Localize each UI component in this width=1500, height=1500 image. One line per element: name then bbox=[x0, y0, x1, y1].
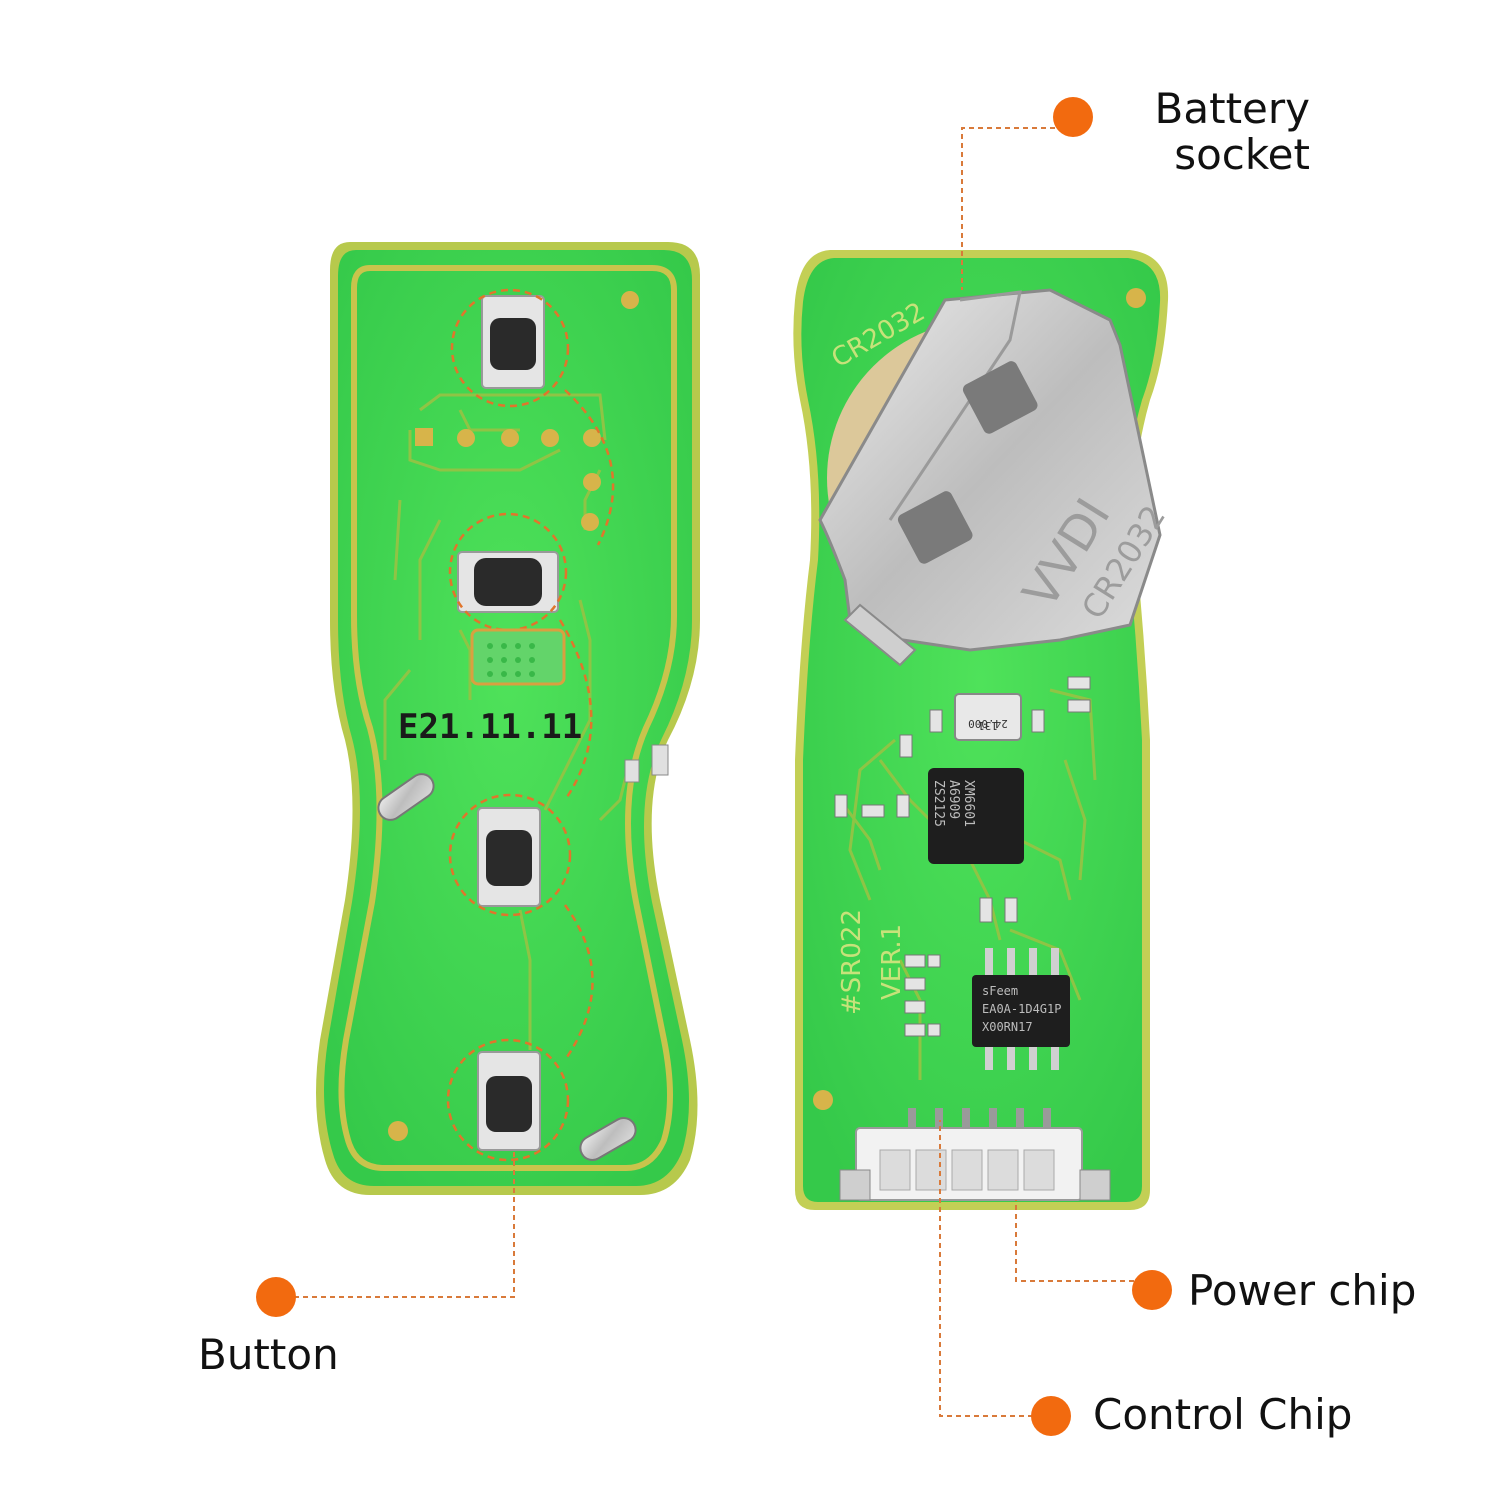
solder-pads bbox=[388, 291, 639, 1141]
callout-leaders bbox=[276, 127, 1152, 1417]
power-chip: sFeem EA0A-1D4G1P X00RN17 bbox=[972, 948, 1070, 1070]
svg-text:EA0A-1D4G1P: EA0A-1D4G1P bbox=[982, 1002, 1061, 1016]
button-switch-4 bbox=[446, 1038, 570, 1162]
svg-text:A6909: A6909 bbox=[946, 780, 961, 819]
leader-button bbox=[276, 1150, 515, 1298]
power-chip-label: Power chip bbox=[1188, 1266, 1417, 1315]
dot-power bbox=[1132, 1270, 1172, 1310]
board-connector bbox=[839, 1108, 1111, 1201]
battery-label-line1: Battery bbox=[1154, 84, 1310, 133]
left-pcb-board: E21.11.11 bbox=[316, 242, 700, 1195]
crystal-oscillator: 131 24.000 bbox=[954, 693, 1022, 741]
leader-battery bbox=[961, 127, 1073, 290]
metal-contact-left bbox=[377, 773, 435, 821]
board-id: #SR022 bbox=[837, 909, 867, 1015]
test-pad-grid bbox=[470, 628, 566, 686]
leader-control bbox=[939, 1120, 1051, 1417]
button-switch-1 bbox=[450, 288, 570, 408]
battery-socket-clip: VVDI CR2032 bbox=[818, 288, 1173, 667]
svg-text:sFeem: sFeem bbox=[982, 984, 1018, 998]
metal-contact-right bbox=[579, 1117, 637, 1161]
battery-socket-label: Battery socket bbox=[1110, 86, 1310, 178]
dot-button bbox=[256, 1277, 296, 1317]
svg-text:131: 131 bbox=[978, 719, 998, 732]
svg-text:X00RN17: X00RN17 bbox=[982, 1020, 1033, 1034]
board-version: VER.1 bbox=[877, 924, 907, 1000]
right-pcb-board: VVDI CR2032 CR2032 131 24.000 XM6601 bbox=[793, 250, 1173, 1210]
date-code: E21.11.11 bbox=[398, 707, 582, 747]
svg-text:ZS2125: ZS2125 bbox=[931, 780, 946, 827]
control-chip: XM6601 A6909 ZS2125 bbox=[928, 768, 1024, 864]
dot-control bbox=[1031, 1396, 1071, 1436]
button-switch-3 bbox=[448, 793, 572, 917]
dot-battery bbox=[1053, 97, 1093, 137]
button-switch-2 bbox=[448, 512, 568, 632]
battery-label-line2: socket bbox=[1174, 130, 1310, 179]
control-chip-label: Control Chip bbox=[1093, 1390, 1353, 1439]
leader-power bbox=[1015, 1200, 1152, 1282]
svg-text:24.000: 24.000 bbox=[968, 717, 1008, 730]
svg-text:XM6601: XM6601 bbox=[961, 780, 976, 827]
button-label: Button bbox=[198, 1330, 339, 1379]
